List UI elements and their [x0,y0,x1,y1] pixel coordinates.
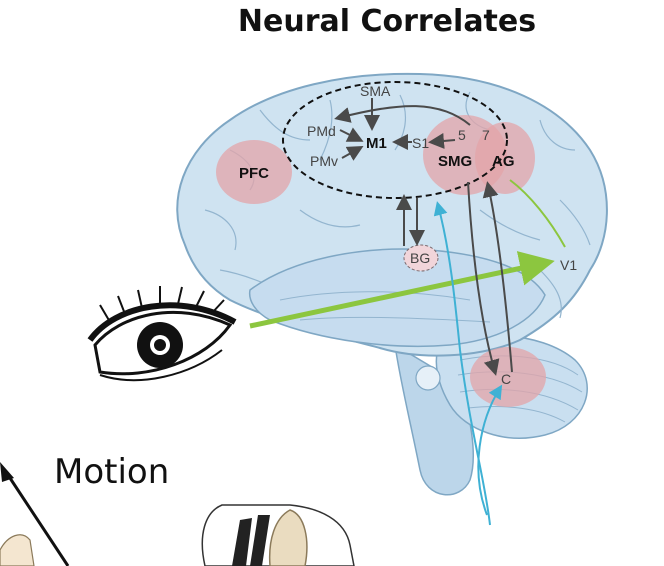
label-bg: BG [410,250,430,266]
label-sma: SMA [360,83,391,99]
label-area7: 7 [482,127,490,143]
arrow-pmv-m1 [341,146,364,161]
label-pmv: PMv [310,153,338,169]
motion-caption: Motion [54,452,170,492]
arrow-pmd-m1 [339,127,364,142]
label-ag: AG [492,153,515,170]
visual-path-to-ag [509,179,566,248]
label-area5: 5 [458,127,466,143]
label-smg: SMG [438,153,472,170]
motion-arrow [0,462,70,566]
label-v1: V1 [560,257,577,273]
label-pfc: PFC [239,165,269,182]
arrow-5-s1 [428,132,456,149]
visual-path-arrow [249,251,555,329]
arrow-c-ag [482,181,513,373]
sensory-path-2 [477,384,503,516]
arrow-parietal-premotor [334,105,471,126]
label-m1: M1 [366,135,387,152]
sensory-path-1 [433,201,491,526]
label-pmd: PMd [307,123,336,139]
eye-icon [87,286,237,382]
hand-icon [0,504,355,566]
pfc-highlight [216,140,292,204]
motor-network-boundary [282,81,508,199]
arrow-smg-c [467,181,500,376]
label-c: C [501,371,511,387]
page-title: Neural Correlates [237,4,537,39]
pons-node [415,365,441,391]
ag-highlight [475,122,535,194]
label-s1: S1 [412,135,429,151]
